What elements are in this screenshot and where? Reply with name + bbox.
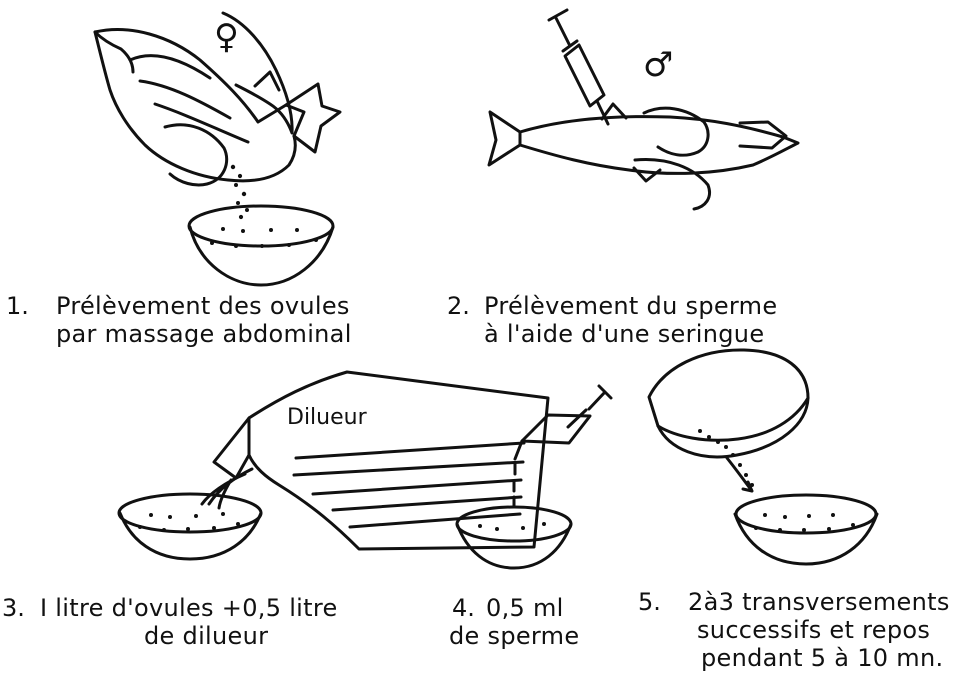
step-2-line2: à l'aide d'une seringue: [484, 320, 777, 348]
step-5-illustration: [649, 350, 877, 564]
step-4-line1: 0,5 ml: [486, 594, 579, 622]
step-5-line1: 2à3 transversements: [688, 588, 950, 616]
step-3-line1: I litre d'ovules +0,5 litre: [40, 594, 338, 622]
step-4-illustration: [457, 386, 611, 568]
step-3-number: 3.: [2, 594, 25, 622]
step-2-caption: Prélèvement du sperme à l'aide d'une ser…: [484, 292, 777, 348]
bowl-1-rim: [189, 206, 333, 246]
syringe-4-body: [522, 415, 590, 443]
step-4-number: 4.: [452, 594, 475, 622]
step-2-line1: Prélèvement du sperme: [484, 292, 777, 320]
male-fish-body: [520, 117, 798, 174]
pour-arrow: [727, 458, 752, 491]
bowl-4-rim: [457, 507, 571, 541]
step-1-line2: par massage abdominal: [56, 320, 352, 348]
step-5-number: 5.: [638, 588, 661, 616]
male-symbol: ♂: [643, 45, 673, 85]
syringe-body: [565, 45, 604, 106]
step-1-caption: Prélèvement des ovules par massage abdom…: [56, 292, 352, 348]
bowl-3: [120, 513, 261, 559]
bottle-neck: [214, 418, 249, 478]
step-4-line2: de sperme: [449, 622, 579, 650]
sperm-drip: [514, 464, 515, 507]
syringe-4-plunger: [568, 386, 611, 427]
bottle-label: Dilueur: [287, 405, 368, 430]
female-fish-pattern: [130, 56, 248, 142]
step-3-caption: I litre d'ovules +0,5 litre de dilueur: [40, 594, 338, 650]
holding-hand-bottom: [165, 125, 227, 185]
step-2-number: 2.: [447, 292, 470, 320]
step-4-caption: 0,5 ml de sperme: [486, 594, 579, 650]
step-1-number: 1.: [6, 292, 29, 320]
female-symbol: ♀: [214, 17, 239, 57]
step-5-line3: pendant 5 à 10 mn.: [688, 644, 950, 672]
step-3-line2: de dilueur: [40, 622, 338, 650]
step-5-line2: successifs et repos: [688, 616, 950, 644]
female-fish-fin: [255, 72, 279, 90]
syringe-plunger: [549, 10, 577, 51]
bowl-1: [190, 227, 333, 285]
step-3-illustration: Dilueur: [119, 372, 548, 559]
male-fish-tail: [489, 112, 520, 165]
step-2-illustration: [489, 10, 798, 209]
holding-hand-below: [635, 160, 710, 209]
step-5-caption: 2à3 transversements successifs et repos …: [688, 588, 950, 672]
step-1-line1: Prélèvement des ovules: [56, 292, 352, 320]
bowl-5: [735, 514, 877, 564]
diluent-lines: [294, 443, 524, 527]
